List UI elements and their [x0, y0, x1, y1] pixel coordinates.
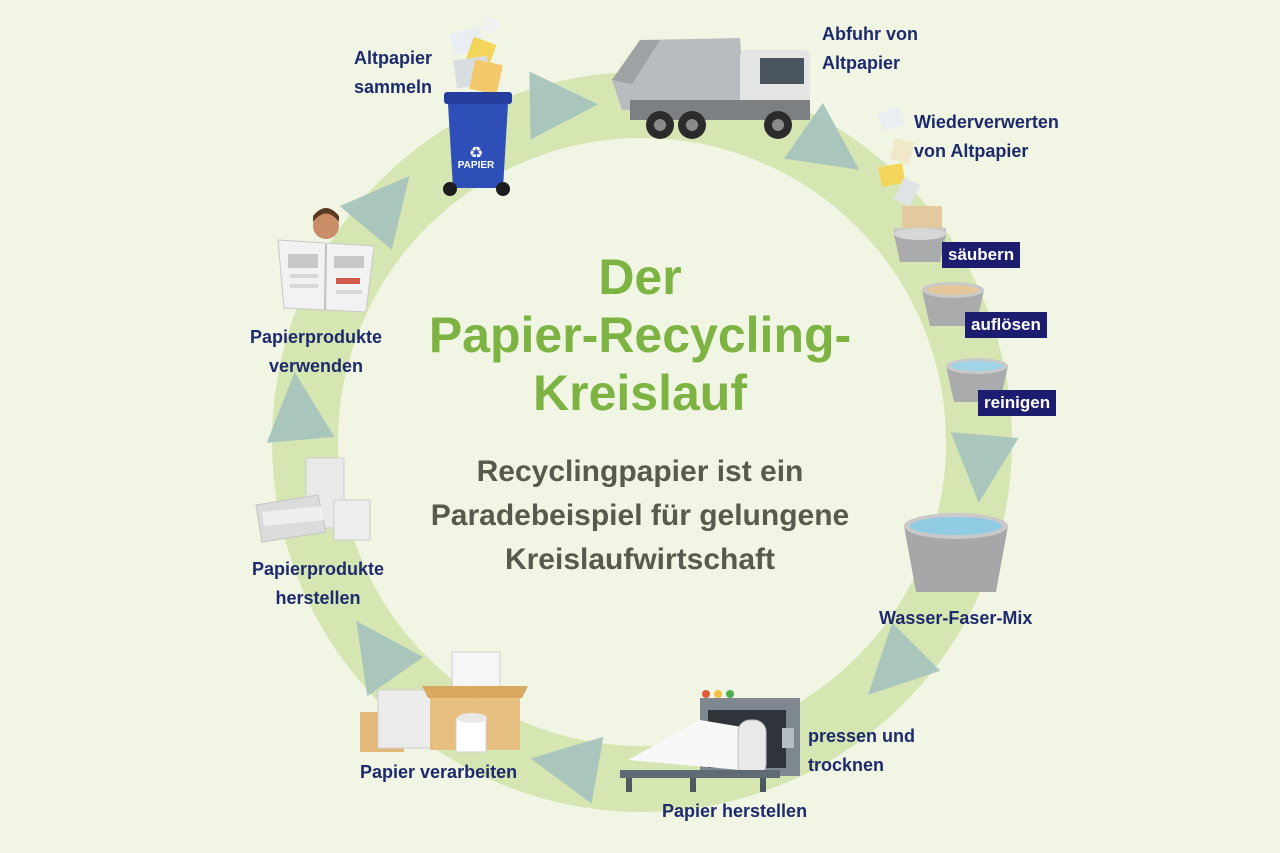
step-tag-clean: säubern: [942, 242, 1021, 268]
cycle-arrow-3: [950, 432, 1019, 503]
paper-machine-icon: [620, 690, 800, 792]
cycle-arrow-2: [783, 102, 860, 170]
step-label-recycle: Wiederverwerten von Altpapier: [914, 112, 1059, 161]
boxes-icon: [360, 651, 528, 753]
cycle-arrow-5: [530, 736, 604, 804]
tub-icon: [894, 206, 946, 262]
svg-text:♻: ♻: [469, 143, 483, 162]
garbage-truck-icon: [612, 38, 810, 139]
cycle-arrow-8: [339, 175, 410, 250]
newspaper-reader-icon: [277, 208, 375, 313]
step-label-process: Papier verarbeiten: [360, 762, 518, 782]
cycle-arrow-6: [356, 620, 424, 697]
diagram-subtitle: Recyclingpapier ist ein Paradebeispiel f…: [430, 455, 850, 576]
step-label-transport: Abfuhr von Altpapier: [822, 24, 918, 73]
diagram-title: Der Papier-Recycling- Kreislauf: [428, 249, 852, 421]
step-label-mix: Wasser-Faser-Mix: [879, 608, 1033, 628]
step-label-press: pressen und trocknen: [808, 726, 916, 775]
step-tag-purify: reinigen: [978, 390, 1057, 416]
cycle-arrow-7: [266, 372, 335, 443]
paper-bin-icon: ♻: [443, 15, 512, 196]
paper-stack-icon: [255, 457, 371, 543]
step-tag-dissolve: auflösen: [965, 312, 1047, 338]
step-label-make-paper: Papier herstellen: [662, 801, 808, 821]
step-label-use-products: Papierprodukte verwenden: [250, 327, 383, 376]
step-label-make-products: Papierprodukte herstellen: [252, 559, 385, 608]
tub-icon: [904, 513, 1008, 592]
step-label-collect: Altpapier sammeln: [353, 48, 433, 97]
cycle-arrow-4: [868, 622, 941, 695]
waste-paper-icon: [877, 106, 921, 207]
bin-text: PAPIER: [457, 160, 495, 171]
cycle-arrow-1: [529, 71, 598, 140]
